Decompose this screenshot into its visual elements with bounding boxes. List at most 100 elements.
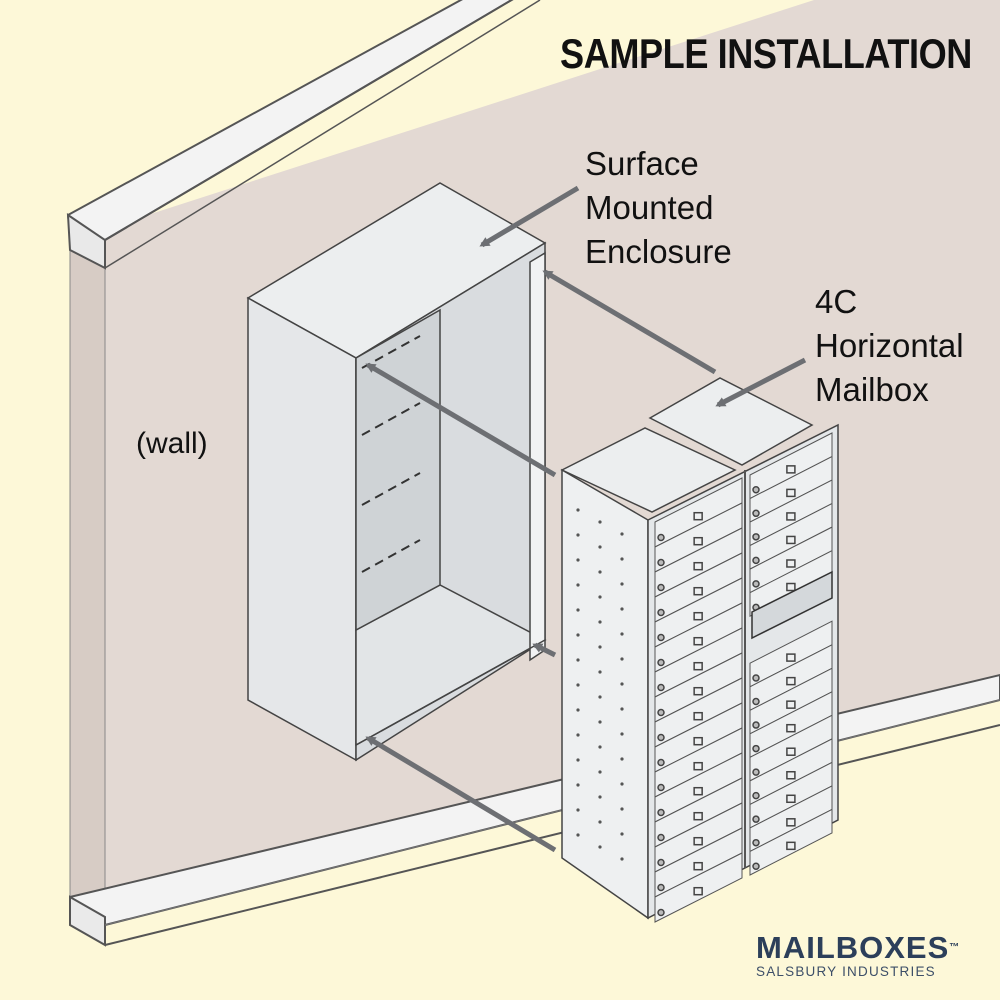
- door-lock-icon: [786, 723, 796, 733]
- door-lock-icon: [786, 488, 796, 498]
- mailbox-side: [561, 468, 649, 920]
- side-hole: [576, 808, 580, 812]
- door-lock-icon: [786, 535, 796, 545]
- brand-name-text: MAILBOXES: [756, 930, 950, 965]
- side-hole: [598, 670, 602, 674]
- enclosure-left-side: [247, 296, 357, 762]
- side-hole: [598, 545, 602, 549]
- arrow-top-right: [542, 269, 717, 375]
- door-hinge-icon: [657, 733, 665, 742]
- door-hinge-icon: [657, 833, 665, 842]
- door-hinge-icon: [657, 608, 665, 617]
- side-hole: [620, 607, 624, 611]
- side-hole: [576, 608, 580, 612]
- door-lock-icon: [693, 511, 703, 521]
- door-hinge-icon: [657, 883, 665, 892]
- side-hole: [576, 533, 580, 537]
- door-hinge-icon: [752, 721, 760, 729]
- door-hinge-icon: [657, 583, 665, 592]
- mailbox-top-right: [648, 377, 814, 466]
- door-hinge-icon: [657, 708, 665, 717]
- mailbox-label-line: 4C: [815, 283, 858, 320]
- side-hole: [598, 570, 602, 574]
- door-lock-icon: [786, 700, 796, 709]
- arrow-top-left: [365, 362, 557, 478]
- door-lock-icon: [786, 818, 796, 827]
- door-hinge-icon: [657, 908, 665, 917]
- door-hinge-icon: [657, 533, 665, 542]
- door-lock-icon: [693, 786, 703, 796]
- mailbox-label-line: Mailbox: [815, 371, 929, 408]
- door-lock-icon: [693, 611, 703, 621]
- door-lock-icon: [786, 841, 796, 851]
- side-hole: [620, 857, 624, 861]
- side-hole: [576, 658, 580, 662]
- side-hole: [598, 745, 602, 749]
- side-hole: [598, 595, 602, 599]
- door-lock-icon: [693, 661, 703, 671]
- side-hole: [576, 583, 580, 587]
- side-hole: [598, 795, 602, 799]
- door-lock-icon: [786, 653, 796, 662]
- 4c-horizontal-mailbox: [560, 377, 839, 923]
- wall-label: (wall): [136, 427, 208, 460]
- side-hole: [598, 645, 602, 649]
- side-hole: [598, 770, 602, 774]
- door-lock-icon: [693, 811, 703, 821]
- door-lock-icon: [786, 465, 796, 474]
- door-hinge-icon: [657, 758, 665, 767]
- surface-mounted-enclosure: [246, 182, 547, 762]
- side-hole: [576, 783, 580, 787]
- door-hinge-icon: [657, 808, 665, 817]
- door-hinge-icon: [752, 580, 760, 588]
- page-title: SAMPLE INSTALLATION: [560, 30, 972, 77]
- wall-edge: [69, 239, 106, 941]
- side-hole: [576, 708, 580, 712]
- brand-subtitle: SALSBURY INDUSTRIES: [756, 964, 936, 979]
- door-hinge-icon: [752, 815, 760, 823]
- side-hole: [598, 720, 602, 724]
- door-lock-icon: [693, 561, 703, 571]
- side-hole: [576, 758, 580, 762]
- door-lock-icon: [786, 747, 796, 756]
- door-lock-icon: [786, 582, 796, 592]
- door-lock-icon: [693, 761, 703, 771]
- enclosure-label: Surface Mounted Enclosure: [585, 142, 732, 274]
- door-hinge-icon: [657, 783, 665, 792]
- door-lock-icon: [786, 770, 796, 780]
- door-hinge-icon: [657, 683, 665, 692]
- side-hole: [598, 695, 602, 699]
- door-hinge-icon: [752, 697, 760, 706]
- parcel-locker-panel: [751, 570, 833, 640]
- side-hole: [576, 558, 580, 562]
- side-hole: [620, 632, 624, 636]
- arrow-enclosure-label: [479, 185, 580, 248]
- side-hole: [576, 683, 580, 687]
- door-hinge-icon: [657, 658, 665, 667]
- side-hole: [620, 732, 624, 736]
- arrow-bottom-right: [532, 642, 557, 658]
- side-hole: [598, 620, 602, 624]
- door-lock-icon: [693, 636, 703, 646]
- door-lock-icon: [786, 676, 796, 686]
- mailbox-side-holes: [576, 508, 624, 861]
- mailbox-label-line: Horizontal: [815, 327, 964, 364]
- side-hole: [620, 757, 624, 761]
- door-hinge-icon: [752, 791, 760, 800]
- door-lock-icon: [693, 686, 703, 696]
- side-hole: [620, 682, 624, 686]
- side-hole: [620, 582, 624, 586]
- side-hole: [620, 557, 624, 561]
- enclosure-flange: [529, 251, 546, 662]
- side-hole: [576, 633, 580, 637]
- side-hole: [598, 820, 602, 824]
- door-lock-icon: [786, 559, 796, 568]
- door-hinge-icon: [752, 744, 760, 753]
- mailbox-doors: [654, 432, 833, 923]
- door-hinge-icon: [752, 533, 760, 541]
- enclosure-label-line: Enclosure: [585, 233, 732, 270]
- enclosure-label-line: Surface: [585, 145, 699, 182]
- door-lock-icon: [693, 586, 703, 596]
- door-hinge-icon: [752, 862, 760, 870]
